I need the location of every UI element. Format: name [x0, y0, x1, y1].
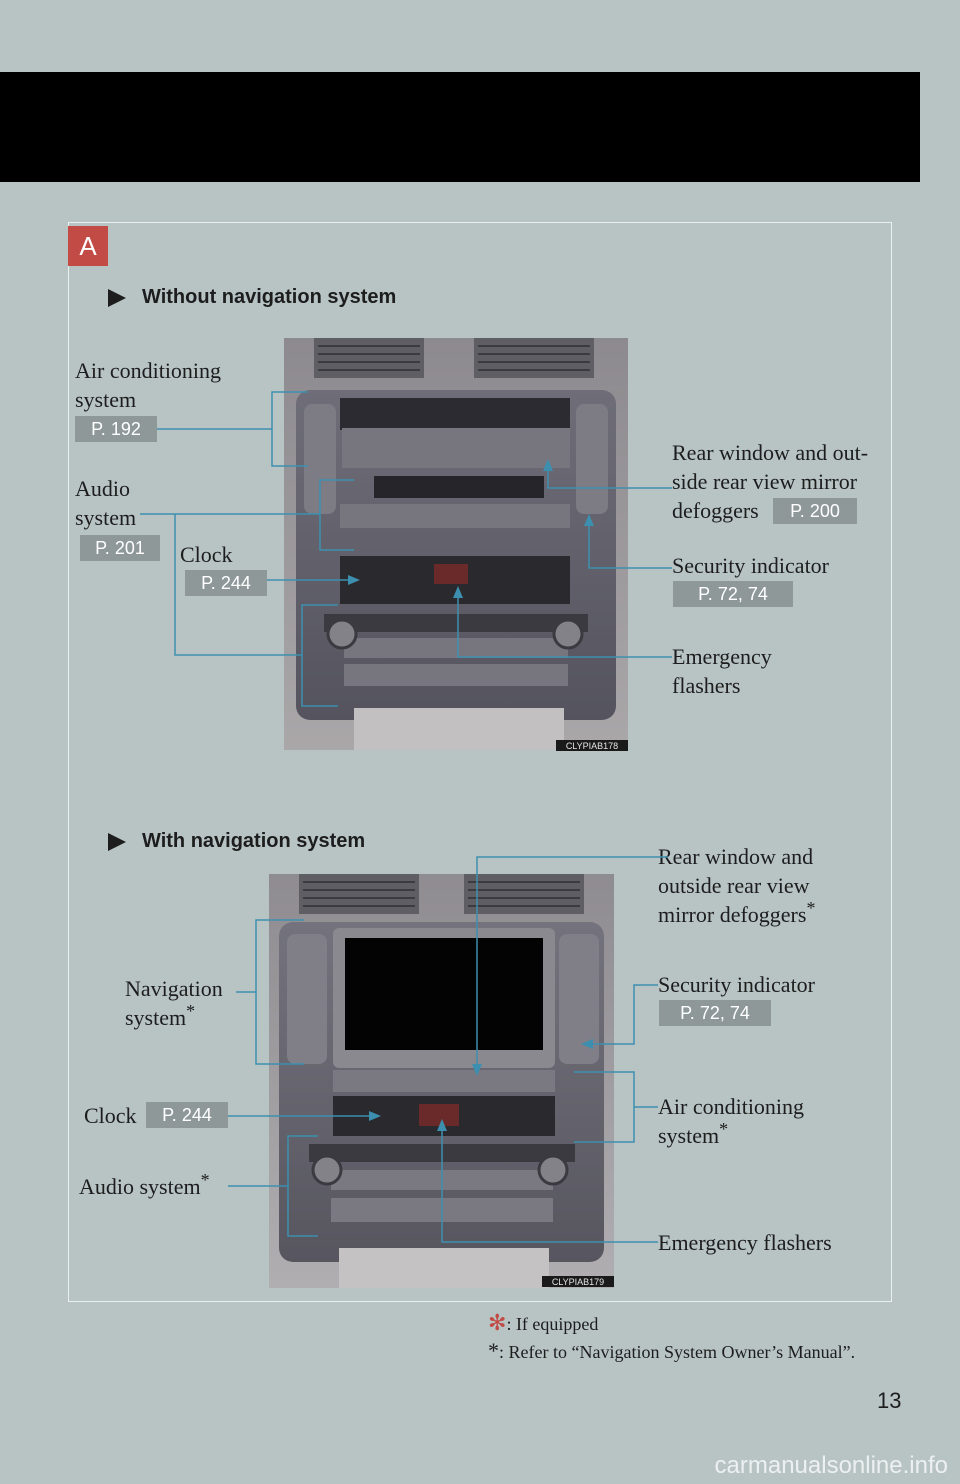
- label-line: outside rear view: [658, 873, 810, 898]
- image-code: CLYPIAB179: [542, 1276, 614, 1287]
- label-line: Air conditioning: [658, 1094, 805, 1119]
- label-line: system: [75, 387, 137, 412]
- footnote-text: : If equipped: [506, 1314, 599, 1334]
- asterisk-mark: *: [806, 898, 816, 918]
- console-photo-with-nav: [269, 874, 614, 1288]
- security-indicator-label: Security indicator: [658, 972, 816, 997]
- air-conditioning-label: Air conditioning system*: [658, 1092, 804, 1150]
- page-number: 13: [877, 1388, 902, 1413]
- heading-text: Without navigation system: [142, 286, 397, 308]
- page-ref-air-conditioning[interactable]: P. 192: [75, 416, 157, 442]
- label-line: system: [658, 1123, 720, 1148]
- emergency-flashers-label: Emergency flashers: [672, 642, 772, 700]
- asterisk-mark: *: [200, 1170, 210, 1190]
- rear-window-label: Rear window and out- side rear view mirr…: [672, 438, 868, 525]
- label-line: system: [75, 505, 137, 530]
- label-line: mirror defoggers: [658, 902, 807, 927]
- asterisk-mark: *: [488, 1338, 499, 1363]
- navigation-system-label: Navigation system*: [125, 974, 223, 1032]
- label-line: flashers: [672, 673, 741, 698]
- heading-without-nav: Without navigation system: [108, 286, 396, 309]
- triangle-bullet-icon: [108, 832, 126, 851]
- page-ref-rear-window[interactable]: P. 200: [773, 498, 857, 524]
- label-line: Emergency: [672, 644, 772, 669]
- audio-system-label: Audio system: [75, 474, 136, 532]
- label-line: Audio: [75, 476, 130, 501]
- footnote-refer: *: Refer to “Navigation System Owner’s M…: [488, 1338, 855, 1364]
- asterisk-mark: *: [719, 1119, 729, 1139]
- footnote-text: : Refer to “Navigation System Owner’s Ma…: [499, 1342, 856, 1362]
- watermark: carmanualsonline.info: [714, 1452, 948, 1479]
- page-ref-clock[interactable]: P. 244: [185, 570, 267, 596]
- header-bar: [0, 72, 920, 182]
- audio-system-label: Audio system*: [79, 1170, 210, 1201]
- label-line: side rear view mirror: [672, 469, 858, 494]
- page-ref-security[interactable]: P. 72, 74: [673, 581, 793, 607]
- heading-text: With navigation system: [142, 830, 366, 852]
- section-frame: [68, 222, 892, 1302]
- page-ref-security[interactable]: P. 72, 74: [659, 1000, 771, 1026]
- air-conditioning-label: Air conditioning system: [75, 356, 221, 414]
- clock-label: Clock: [84, 1103, 137, 1128]
- clock-label: Clock: [180, 542, 233, 567]
- security-indicator-label: Security indicator: [672, 553, 830, 578]
- emergency-flashers-label: Emergency flashers: [658, 1230, 832, 1255]
- label-line: Rear window and out-: [672, 440, 869, 465]
- console-photo-without-nav: [284, 338, 628, 750]
- page-ref-audio[interactable]: P. 201: [80, 535, 160, 561]
- label-line: Navigation: [125, 976, 223, 1001]
- label-line: Rear window and: [658, 844, 814, 869]
- footnote-equipped: ✻: If equipped: [488, 1310, 598, 1336]
- rear-window-label: Rear window and outside rear view mirror…: [658, 842, 815, 929]
- label-line: system: [125, 1005, 187, 1030]
- label-line: defoggers: [672, 498, 759, 523]
- page-ref-clock[interactable]: P. 244: [146, 1102, 228, 1128]
- label-line: Audio system: [79, 1174, 201, 1199]
- image-code: CLYPIAB178: [556, 740, 628, 751]
- label-line: Air conditioning: [75, 358, 222, 383]
- asterisk-mark: *: [186, 1001, 196, 1021]
- heading-with-nav: With navigation system: [108, 830, 365, 853]
- if-equipped-mark-icon: ✻: [488, 1310, 507, 1335]
- triangle-bullet-icon: [108, 288, 126, 307]
- section-tab: A: [68, 226, 108, 266]
